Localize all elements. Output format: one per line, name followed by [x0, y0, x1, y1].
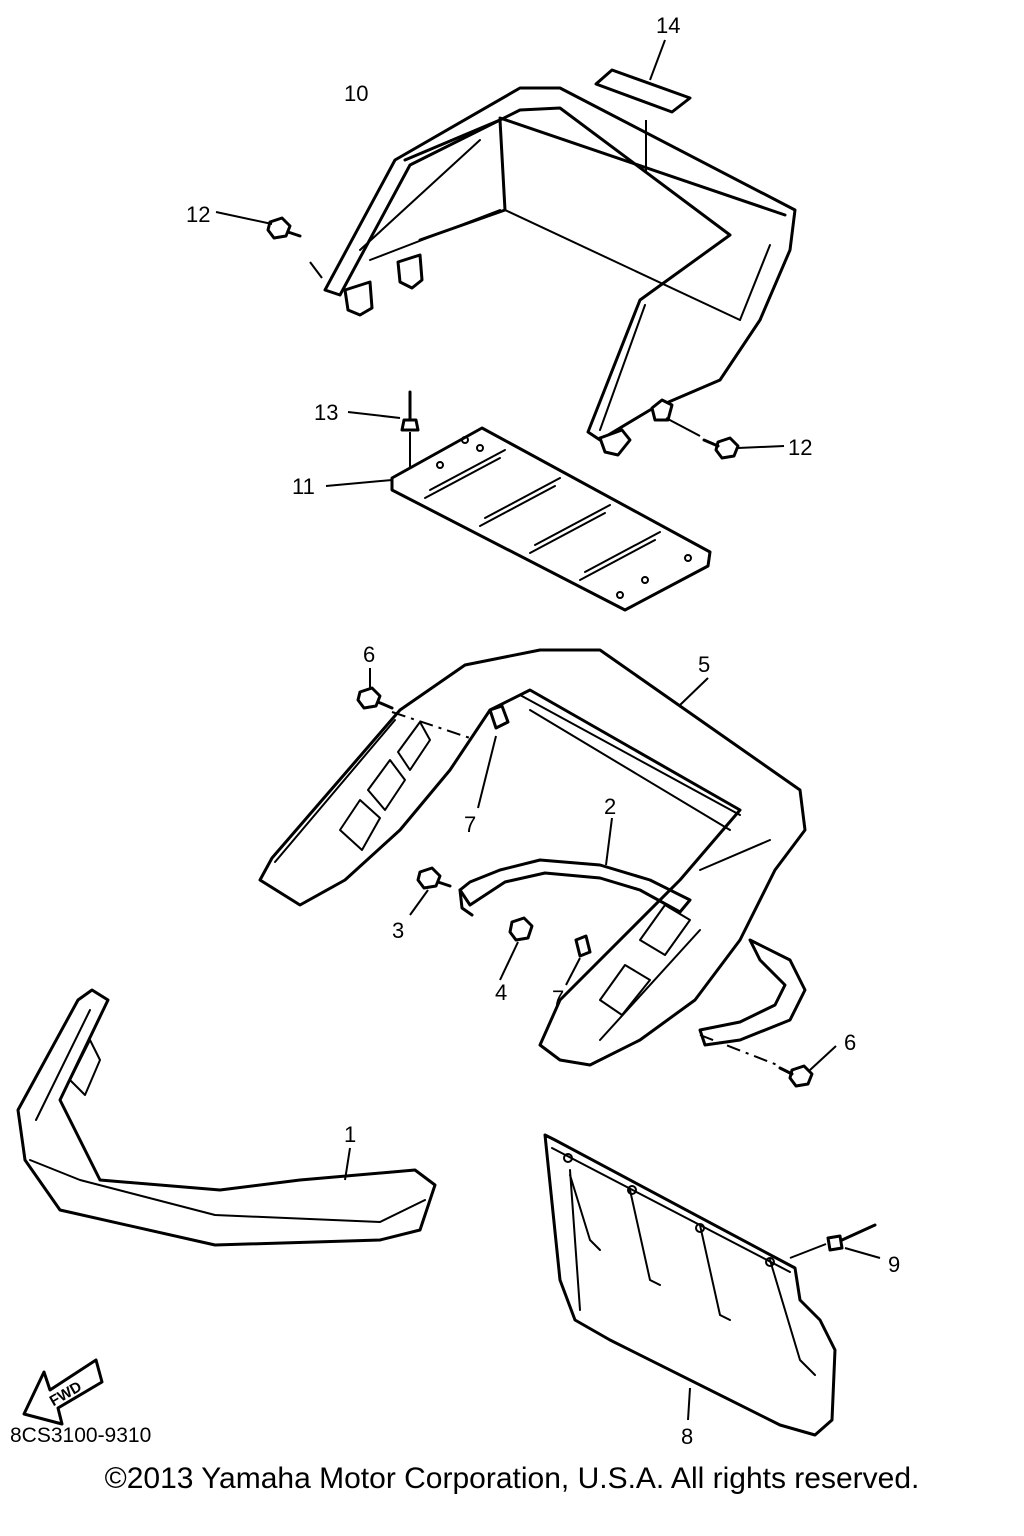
callout-12-left: 12	[186, 202, 210, 227]
part-4-nut	[499, 916, 534, 981]
part-7-clip-upper	[477, 704, 510, 809]
part-8-mudflap	[543, 1133, 837, 1437]
part-5-carrier	[258, 648, 807, 1067]
callout-3: 3	[392, 918, 404, 943]
lower-brace	[698, 938, 807, 1047]
callout-labels: 14 10 12 13 12 11 6 5 2 7 3 4 7 6 1 9 8	[186, 13, 900, 1449]
part-12-bolt-left	[215, 211, 323, 279]
callout-6-upper: 6	[363, 642, 375, 667]
part-13-rivet	[347, 390, 420, 468]
callout-14: 14	[656, 13, 680, 38]
copyright-notice: ©2013 Yamaha Motor Corporation, U.S.A. A…	[104, 1462, 920, 1495]
callout-2: 2	[604, 794, 616, 819]
callout-7-upper: 7	[464, 812, 476, 837]
part-7-clip-lower	[565, 934, 592, 986]
callout-11: 11	[292, 474, 315, 499]
callout-9: 9	[888, 1252, 900, 1277]
callout-1: 1	[344, 1122, 356, 1147]
callout-5: 5	[698, 652, 710, 677]
callout-6-lower: 6	[844, 1030, 856, 1055]
callout-8: 8	[681, 1424, 693, 1449]
part-9-rivet	[789, 1223, 881, 1259]
part-3-bolt	[409, 866, 452, 916]
part-14-label	[594, 39, 692, 172]
part-6-bolt-upper	[356, 668, 471, 739]
part-2-stay	[458, 817, 692, 917]
diagram-code: 8CS3100-9310	[10, 1424, 152, 1447]
part-6-bolt-lower	[699, 1034, 837, 1088]
part-1-bumper	[16, 988, 437, 1247]
part-11-plate	[325, 426, 712, 612]
callout-4: 4	[495, 980, 507, 1005]
part-10-rear-rack	[323, 86, 797, 457]
part-12-bolt-right	[665, 417, 785, 460]
callout-12-right: 12	[788, 435, 812, 460]
callout-13: 13	[314, 400, 338, 425]
fwd-arrow-icon: FWD	[22, 1358, 104, 1426]
callout-10: 10	[344, 81, 368, 106]
callout-7-lower: 7	[552, 986, 564, 1011]
